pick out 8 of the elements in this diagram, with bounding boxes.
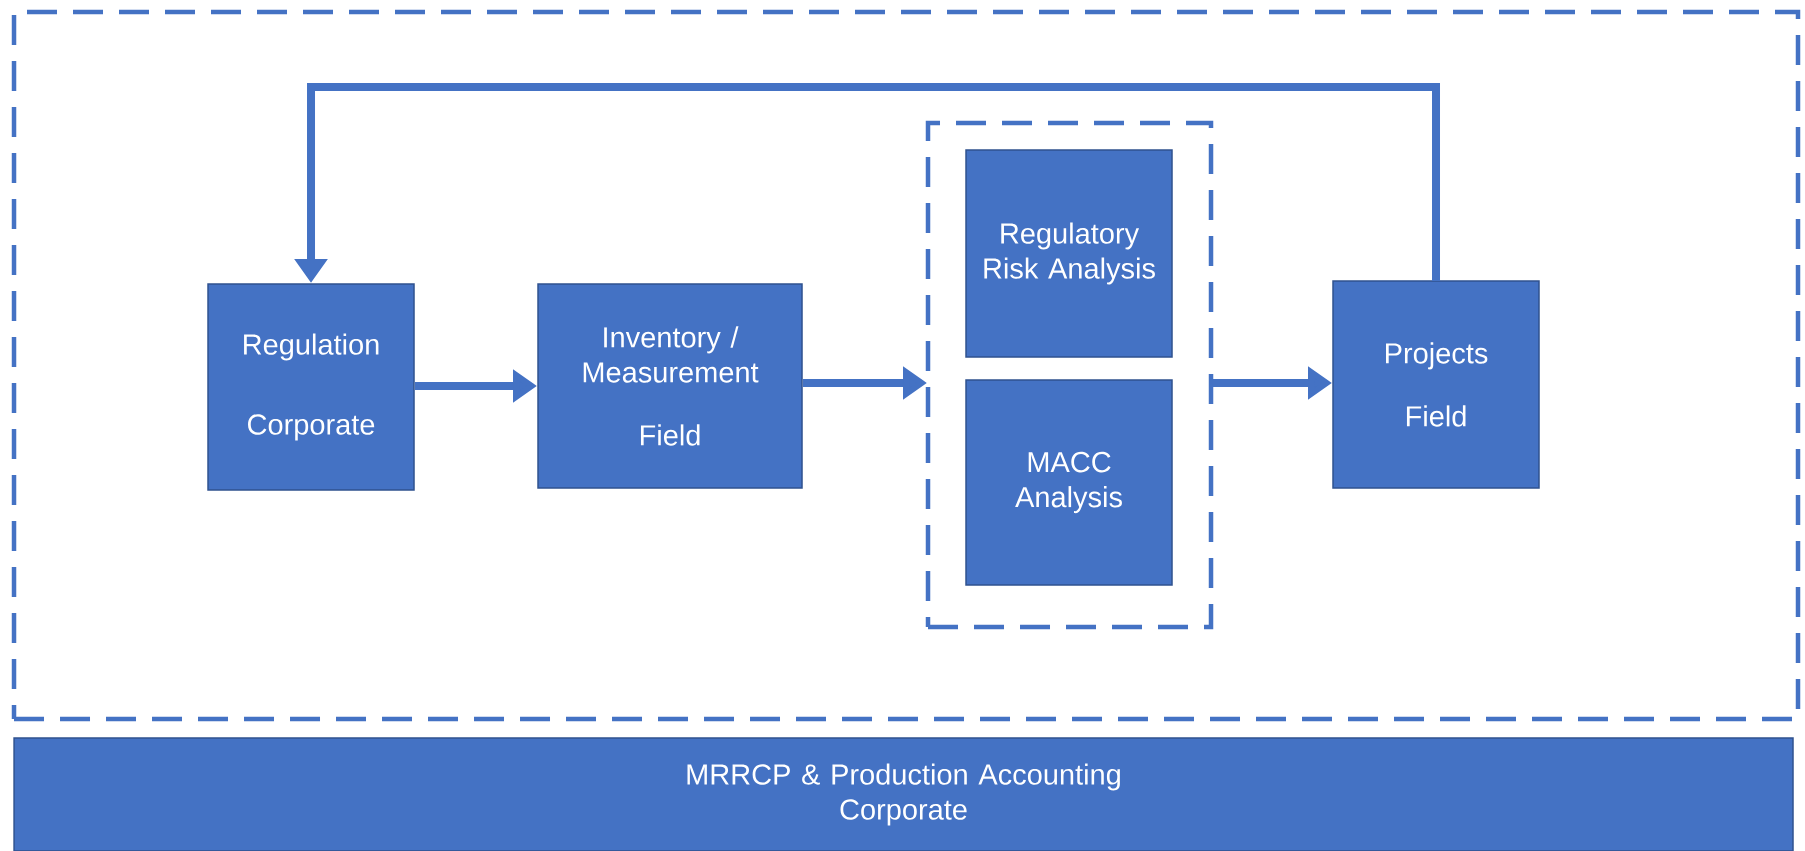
- dashed-frame: [925, 120, 1214, 630]
- dashed-frame: [11, 9, 1801, 722]
- process-box: Projects Field: [1332, 280, 1540, 489]
- process-box: MACC Analysis: [965, 379, 1173, 586]
- banner-bar: MRRCP & Production Accounting Corporate: [13, 737, 1794, 851]
- process-box: Regulatory Risk Analysis: [965, 149, 1173, 358]
- process-box: Inventory / Measurement Field: [537, 283, 803, 489]
- process-box: Regulation Corporate: [207, 283, 415, 491]
